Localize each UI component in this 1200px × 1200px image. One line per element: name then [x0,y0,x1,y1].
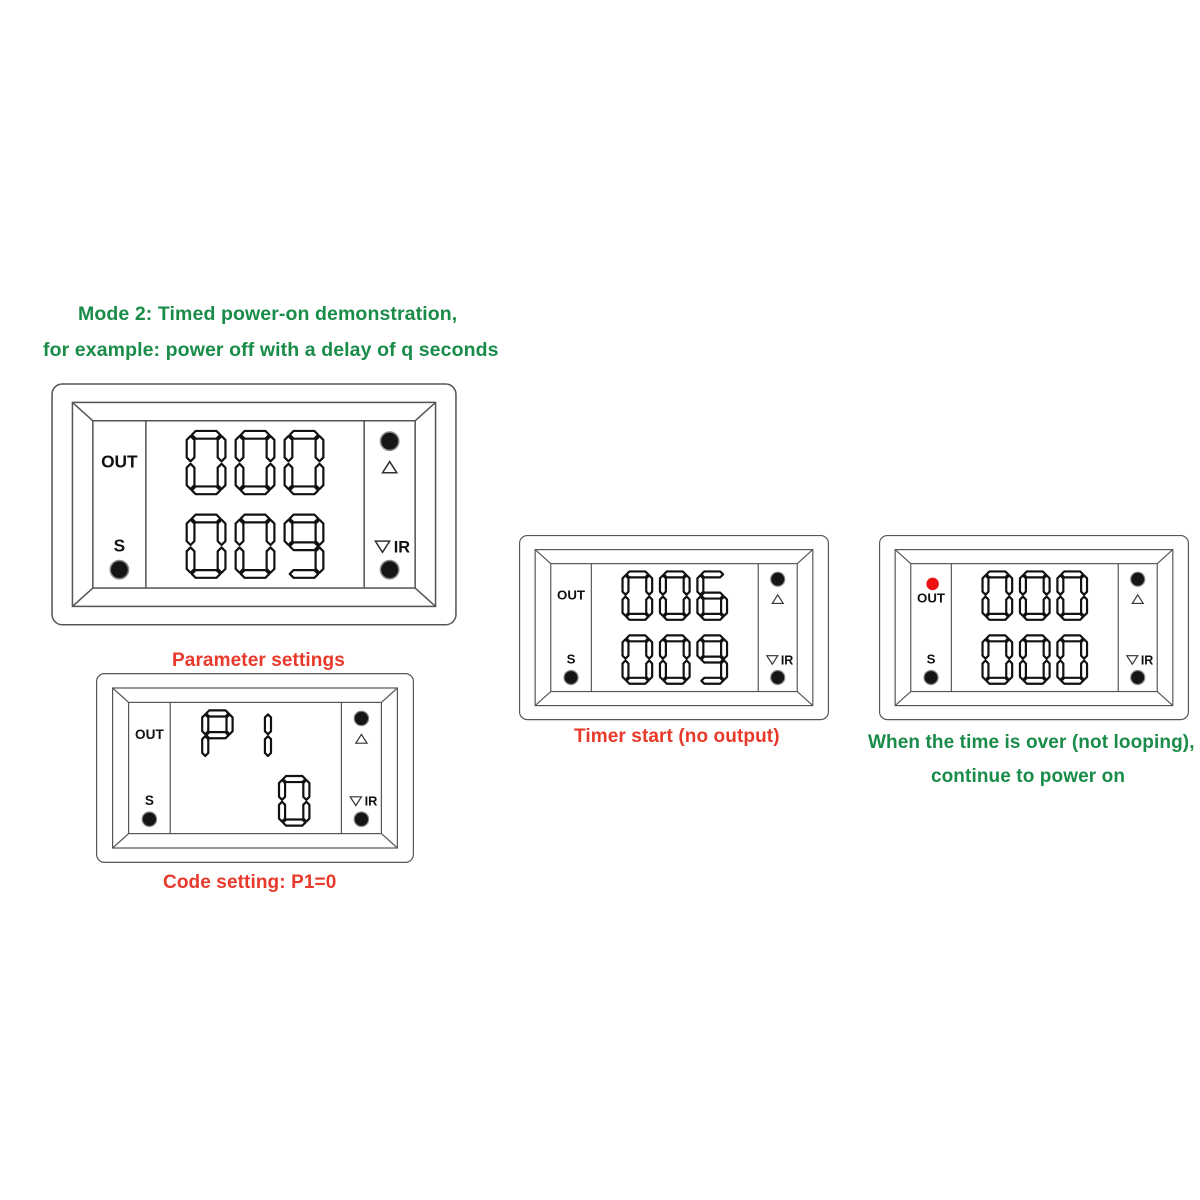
seven-segment-digit [696,570,729,621]
seven-segment-digit [283,429,325,496]
seven-segment-digit [696,634,729,685]
out-label: OUT [557,588,585,603]
bezel-corner-bevel [414,587,437,607]
device-face [92,419,416,589]
seven-segment-digit [981,570,1014,621]
s-label: S [145,793,154,808]
bezel-corner-bevel [1156,549,1174,565]
seven-segment-digit [658,634,691,685]
seven-segment-digit [185,513,227,579]
bezel-corner-bevel [894,549,912,565]
out-label: OUT [135,727,164,742]
bezel-corner-bevel [534,691,552,707]
ir-label: IR [1141,653,1153,667]
bezel-corner-bevel [414,401,437,422]
header-line-1: Mode 2: Timed power-on demonstration, [78,303,458,325]
bezel-corner-bevel [796,549,814,565]
header-description: Mode 2: Timed power-on demonstration, fo… [43,296,499,368]
bezel-corner-bevel [1156,691,1174,707]
up-triangle-icon [381,460,399,474]
parameter-settings-heading: Parameter settings [172,650,345,671]
bezel-corner-bevel [112,833,130,849]
up-button [770,571,786,587]
bezel-corner-bevel [112,687,130,703]
up-button [353,710,370,727]
seven-segment-digit [1018,634,1051,685]
device-face [127,701,383,835]
seven-segment-digit [621,570,654,621]
s-label: S [567,651,576,666]
seven-segment-digit [234,429,276,496]
s-label: S [114,535,126,555]
seven-segment-digit [263,713,273,758]
down-triangle-icon [1125,655,1139,666]
seven-segment-digit [283,513,325,579]
ir-label: IR [781,653,793,667]
seven-segment-digit [621,634,654,685]
down-triangle-icon [765,655,779,666]
up-triangle-icon [771,593,785,605]
up-triangle-icon [354,733,369,744]
s-button [141,811,158,827]
seven-segment-digit [201,709,234,758]
down-button [353,811,370,827]
ir-label: IR [394,538,411,556]
up-button [379,431,400,452]
down-triangle-icon [349,796,363,807]
down-button [379,559,400,580]
down-button [1130,669,1146,686]
bezel-corner-bevel [894,691,912,707]
bezel-corner-bevel [534,549,552,565]
timer-display-timer-start: OUT S IR [518,534,830,721]
device-face [910,563,1158,693]
time-over-caption-line-1: When the time is over (not looping), [868,732,1195,753]
bezel-corner-bevel [380,687,398,703]
s-button [563,669,579,686]
s-button [109,559,130,580]
timer-start-caption: Timer start (no output) [574,726,780,747]
bezel-corner-bevel [796,691,814,707]
time-over-caption: When the time is over (not looping), con… [868,726,1195,794]
seven-segment-digit [277,774,311,827]
out-label: OUT [917,591,945,606]
timer-display-time-over: OUT S IR [878,534,1190,721]
down-button [770,669,786,686]
seven-segment-digit [658,570,691,621]
up-triangle-icon [1131,593,1145,605]
header-line-2: for example: power off with a delay of q… [43,339,499,361]
down-triangle-icon [373,540,392,554]
device-face [550,563,798,693]
bezel-corner-bevel [71,587,94,607]
up-button [1130,571,1146,587]
ir-label: IR [365,794,378,809]
time-over-caption-line-2: continue to power on [930,766,1126,787]
code-setting-caption: Code setting: P1=0 [163,872,337,893]
seven-segment-digit [981,634,1014,685]
seven-segment-digit [1056,634,1089,685]
s-button [923,669,939,686]
seven-segment-digit [185,429,227,496]
s-label: S [927,651,936,666]
seven-segment-digit [1018,570,1051,621]
seven-segment-digit [234,513,276,579]
seven-segment-digit [1056,570,1089,621]
bezel-corner-bevel [380,833,398,849]
timer-display-main: OUT S IR [50,382,458,627]
out-label: OUT [101,452,138,472]
bezel-corner-bevel [71,401,94,422]
out-led-indicator [926,577,939,591]
timer-display-parameter: OUT S IR [95,672,415,864]
